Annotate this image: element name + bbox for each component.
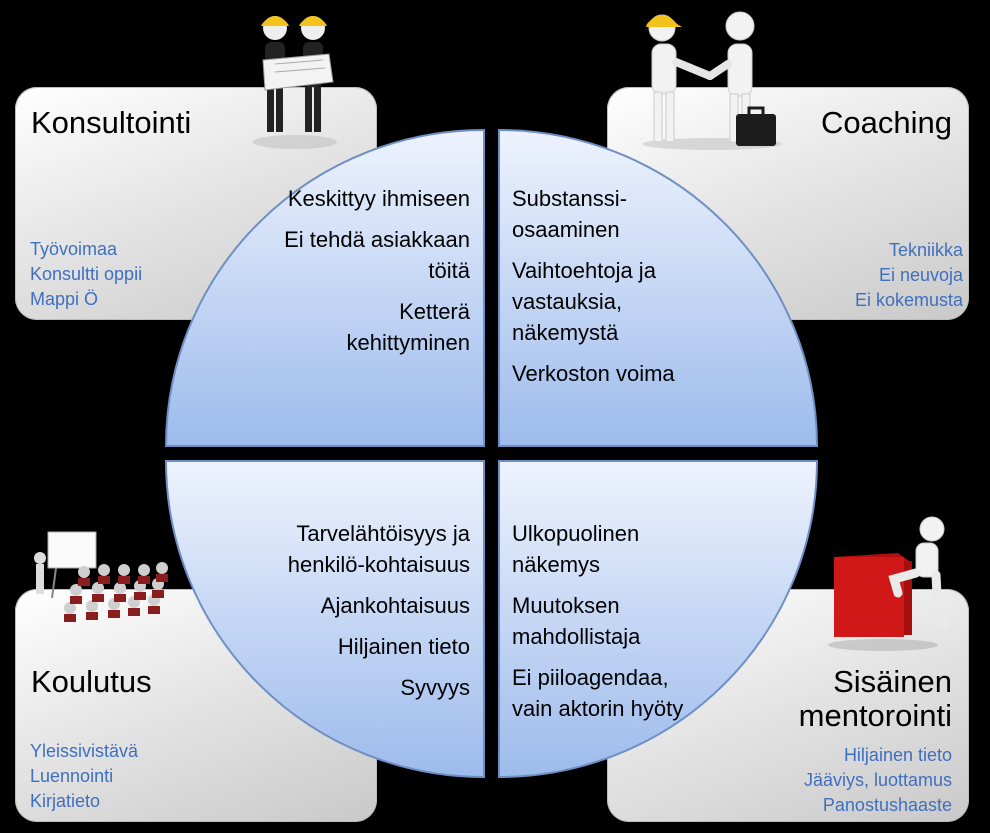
sub-item: Mappi Ö	[30, 289, 99, 309]
quadrant-bottom-right-text: Ulkopuolinen näkemys Muutoksen mahdollis…	[512, 518, 712, 734]
quadrant-top-right-text: Substanssi-osaaminen Vaihtoehtoja ja vas…	[512, 183, 722, 399]
quadrant-item: Substanssi-osaaminen	[512, 186, 627, 242]
sub-item: Ei neuvoja	[878, 265, 963, 285]
sub-item: Luennointi	[30, 766, 114, 786]
quadrant-item: Keskittyy ihmiseen	[287, 186, 470, 211]
quadrant-item: Tarvelähtöisyys ja henkilö-kohtaisuus	[287, 521, 470, 577]
quadrant-item: Syvyys	[400, 675, 470, 700]
coaching-title: Coaching	[821, 105, 952, 140]
quadrant-item: Ketterä kehittyminen	[346, 299, 470, 355]
quadrant-bottom-right	[498, 460, 819, 779]
quadrant-item: Ulkopuolinen näkemys	[512, 521, 640, 577]
quadrant-bottom-left-text: Tarvelähtöisyys ja henkilö-kohtaisuus Aj…	[250, 518, 470, 713]
quadrant-item: Ajankohtaisuus	[320, 593, 470, 618]
koulutus-title: Koulutus	[31, 664, 152, 699]
red-box-figure-icon	[828, 516, 951, 651]
sub-item: Tekniikka	[888, 240, 963, 260]
sub-item: Panostushaaste	[822, 795, 952, 815]
quadrant-top-right	[498, 128, 819, 447]
sub-item: Jääviys, luottamus	[803, 770, 952, 790]
engineers-figure-icon	[253, 16, 337, 149]
konsultointi-sub-list: Työvoimaa Konsultti oppii Mappi Ö	[30, 237, 142, 312]
koulutus-sub-list: Yleissivistävä Luennointi Kirjatieto	[30, 739, 138, 814]
quadrant-top-left-text: Keskittyy ihmiseen Ei tehdä asiakkaan tö…	[270, 183, 470, 368]
coaching-sub-list: Tekniikka Ei neuvoja Ei kokemusta	[855, 238, 963, 313]
sub-item: Yleissivistävä	[30, 741, 139, 761]
quadrant-top-left	[164, 128, 485, 447]
sub-item: Työvoimaa	[30, 239, 118, 259]
sub-item: Kirjatieto	[30, 791, 101, 811]
classroom-figure-icon	[34, 531, 168, 622]
mentorointi-sub-list: Hiljainen tieto Jääviys, luottamus Panos…	[804, 743, 952, 818]
quadrant-item: Ei tehdä asiakkaan töitä	[284, 227, 470, 283]
sub-item: Konsultti oppii	[30, 264, 143, 284]
quadrant-bottom-left	[164, 460, 485, 779]
quadrant-item: Vaihtoehtoja ja vastauksia, näkemystä	[512, 258, 656, 345]
quadrant-item: Muutoksen mahdollistaja	[512, 593, 641, 649]
konsultointi-title: Konsultointi	[31, 105, 192, 140]
quadrant-item: Hiljainen tieto	[337, 634, 470, 659]
sisainen-mentorointi-title: Sisäinen mentorointi	[798, 664, 952, 733]
quadrant-item: Ei piiloagendaa, vain aktorin hyöty	[512, 665, 684, 721]
quadrant-item: Verkoston voima	[512, 361, 675, 386]
sub-item: Hiljainen tieto	[843, 745, 952, 765]
handshake-figure-icon	[642, 11, 782, 150]
sub-item: Ei kokemusta	[854, 290, 963, 310]
